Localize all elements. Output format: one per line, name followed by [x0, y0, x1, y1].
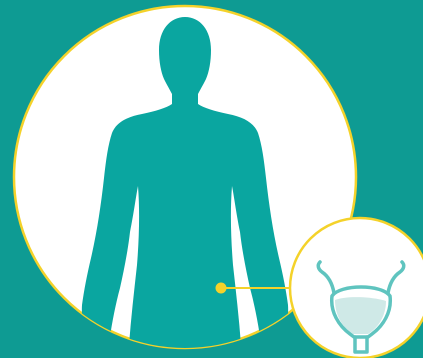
dot-marker-icon: [216, 283, 227, 294]
